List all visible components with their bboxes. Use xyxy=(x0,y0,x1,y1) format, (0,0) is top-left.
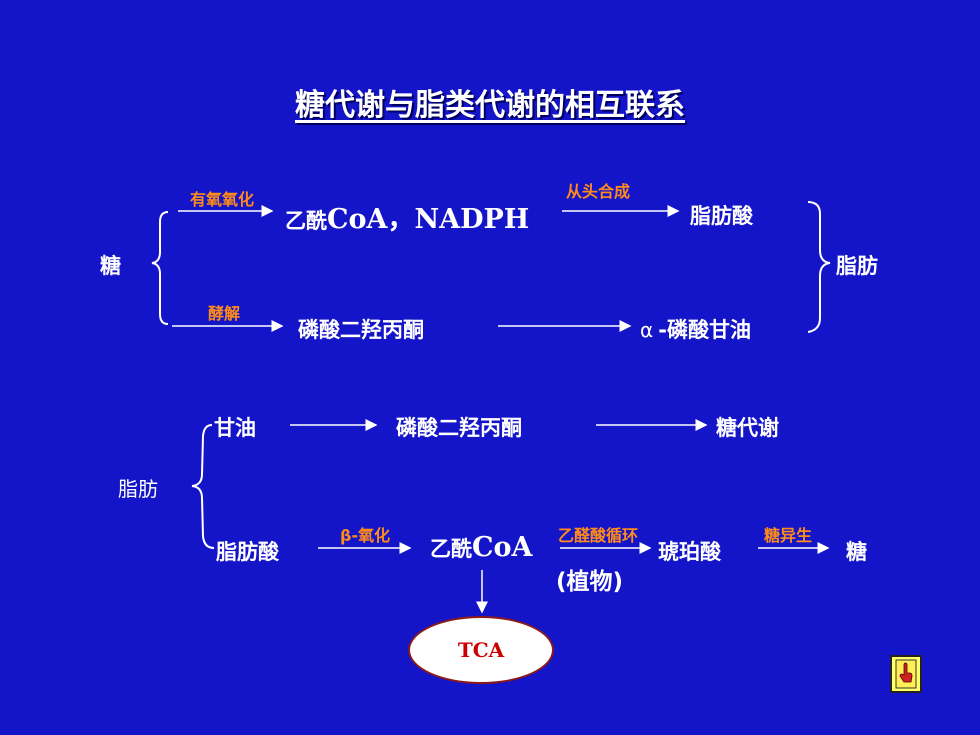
node-sugar-lower: 糖 xyxy=(846,540,867,564)
node-succinate: 琥珀酸 xyxy=(658,540,721,564)
label-aerobic-oxidation: 有氧氧化 xyxy=(190,190,255,209)
label-gluconeogenesis: 糖异生 xyxy=(764,526,813,545)
label-glycolysis: 酵解 xyxy=(208,304,241,323)
tca-cycle-node: TCA xyxy=(408,616,554,684)
node-acetyl-main-lower: CoA xyxy=(472,532,533,563)
node-acetyl-prefix: 乙酰 xyxy=(285,209,327,233)
alpha-symbol: α xyxy=(640,318,654,342)
upper-source-sugar: 糖 xyxy=(100,254,121,278)
node-fatty-acid-lower: 脂肪酸 xyxy=(216,540,279,564)
lower-source-fat: 脂肪 xyxy=(118,477,158,501)
node-acetyl-coa-lower: 乙酰CoA xyxy=(430,532,532,563)
page-title: 糖代谢与脂类代谢的相互联系 xyxy=(295,88,685,123)
node-fatty-acid-upper: 脂肪酸 xyxy=(690,204,753,228)
node-glycerol: 甘油 xyxy=(214,416,256,440)
glycerol-phosphate-text: -磷酸甘油 xyxy=(658,318,751,342)
node-acetyl-main: CoA，NADPH xyxy=(327,204,530,235)
node-sugar-metabolism: 糖代谢 xyxy=(716,416,779,440)
label-beta-oxidation: β-氧化 xyxy=(340,526,391,545)
node-dhap-lower: 磷酸二羟丙酮 xyxy=(396,416,522,440)
label-glyoxylate-cycle: 乙醛酸循环 xyxy=(558,526,639,545)
upper-target-fat: 脂肪 xyxy=(836,254,878,278)
note-plant: (植物) xyxy=(556,569,624,595)
upper-right-brace xyxy=(807,201,831,333)
node-glycerol-phosphate: α -磷酸甘油 xyxy=(640,314,751,344)
node-acetyl-coa-nadph: 乙酰CoA，NADPH xyxy=(285,197,529,236)
label-de-novo-synthesis: 从头合成 xyxy=(566,182,631,201)
node-acetyl-prefix-lower: 乙酰 xyxy=(430,537,472,561)
hand-pointer-glyph xyxy=(895,659,917,689)
upper-left-brace xyxy=(151,211,169,325)
lower-left-brace xyxy=(191,424,215,549)
hand-pointer-icon[interactable] xyxy=(890,655,922,693)
node-dhap-upper: 磷酸二羟丙酮 xyxy=(298,318,424,342)
